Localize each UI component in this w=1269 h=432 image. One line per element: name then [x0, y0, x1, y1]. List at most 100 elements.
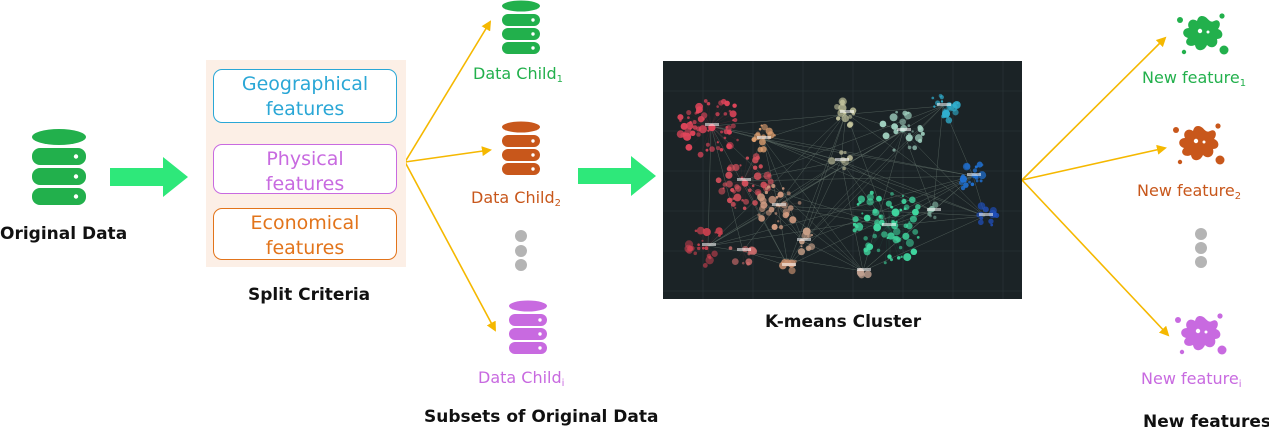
cluster-centroid-tag — [897, 128, 911, 131]
cluster-node — [732, 103, 736, 107]
cluster-node — [752, 200, 758, 206]
cluster-node — [755, 156, 760, 161]
cluster-node — [783, 212, 789, 218]
split-criteria-panel: Geographical features Physical features … — [206, 60, 406, 267]
cluster-node — [685, 144, 692, 151]
splash-icon-feature-2 — [1168, 118, 1228, 172]
data-child-1-database-icon — [500, 0, 542, 56]
kmeans-label: K-means Cluster — [765, 312, 921, 332]
cluster-node — [910, 216, 917, 223]
cluster-node — [941, 100, 943, 102]
cluster-node — [912, 229, 918, 235]
cluster-node — [709, 146, 715, 152]
cluster-node — [706, 143, 710, 147]
cluster-node — [768, 196, 776, 204]
cluster-node — [975, 165, 978, 168]
ellipsis-dot — [515, 245, 527, 257]
cluster-node — [861, 212, 863, 214]
data-child-2-label: Data Child2 — [471, 188, 561, 209]
cluster-node — [702, 247, 705, 250]
cluster-node — [789, 267, 796, 274]
cluster-node — [933, 105, 935, 107]
cluster-node — [899, 209, 902, 212]
cluster-node — [890, 192, 894, 196]
cluster-centroid-tag — [757, 136, 771, 139]
cluster-node — [853, 228, 857, 232]
criteria-economical: Economical features — [213, 208, 397, 260]
cluster-centroid-tag — [882, 223, 896, 226]
cluster-node — [693, 252, 697, 256]
cluster-node — [683, 133, 691, 141]
cluster-node — [917, 236, 920, 239]
cluster-node — [679, 119, 682, 122]
cluster-node — [705, 246, 709, 250]
cluster-node — [696, 132, 701, 137]
cluster-node — [760, 146, 766, 152]
cluster-node — [726, 143, 732, 149]
big-arrow-1 — [110, 157, 188, 197]
cluster-node — [697, 247, 700, 250]
cluster-node — [881, 231, 887, 237]
ellipsis-dot — [515, 230, 527, 242]
cluster-node — [771, 184, 775, 188]
cluster-node — [696, 126, 701, 131]
cluster-node — [990, 224, 993, 227]
cluster-node — [757, 214, 760, 217]
cluster-node — [717, 141, 719, 143]
cluster-node — [870, 191, 874, 195]
cluster-node — [836, 116, 840, 120]
criteria-geographical-line1: Geographical — [214, 72, 396, 97]
cluster-node — [964, 163, 970, 169]
cluster-node — [718, 234, 721, 237]
cluster-node — [739, 164, 741, 166]
cluster-node — [973, 168, 977, 172]
cluster-node — [902, 233, 909, 240]
connector-to-feature-1 — [1022, 38, 1165, 180]
cluster-node — [732, 197, 735, 200]
cluster-node — [707, 102, 710, 105]
cluster-node — [853, 223, 857, 227]
criteria-physical-line1: Physical — [214, 147, 396, 172]
criteria-physical-line2: features — [214, 172, 396, 197]
cluster-edge — [775, 206, 778, 227]
cluster-node — [872, 234, 877, 239]
cluster-edge — [763, 139, 841, 161]
ellipsis-dot — [515, 259, 527, 271]
cluster-node — [697, 243, 700, 246]
cluster-node — [842, 167, 846, 171]
cluster-node — [787, 191, 791, 195]
cluster-node — [761, 124, 763, 126]
cluster-node — [701, 240, 703, 242]
cluster-node — [720, 148, 724, 152]
cluster-centroid-tag — [737, 178, 751, 181]
cluster-node — [873, 224, 881, 232]
cluster-node — [907, 124, 910, 127]
cluster-node — [698, 152, 704, 158]
cluster-node — [918, 126, 924, 132]
cluster-centroid-tag — [857, 268, 871, 271]
cluster-node — [765, 191, 768, 194]
cluster-node — [907, 112, 909, 114]
new-feature-i-label: New featurei — [1141, 369, 1242, 390]
ellipsis-dot — [1195, 228, 1207, 240]
cluster-centroid-tag — [782, 263, 796, 266]
cluster-node — [853, 216, 859, 222]
cluster-node — [716, 227, 723, 234]
cluster-centroid-tag — [967, 173, 981, 176]
cluster-node — [773, 134, 776, 137]
cluster-node — [729, 246, 733, 250]
cluster-node — [752, 137, 757, 142]
cluster-node — [736, 139, 739, 142]
cluster-node — [957, 102, 959, 104]
cluster-node — [981, 164, 984, 167]
splash-icon-feature-i — [1170, 308, 1230, 362]
cluster-node — [724, 101, 730, 107]
criteria-economical-line2: features — [214, 236, 396, 261]
cluster-node — [952, 109, 958, 115]
cluster-node — [906, 223, 913, 230]
connector-to-child-2 — [405, 150, 490, 162]
cluster-node — [927, 212, 931, 216]
cluster-centroid-tag — [927, 208, 941, 211]
cluster-node — [732, 164, 739, 171]
criteria-physical: Physical features — [213, 144, 397, 194]
